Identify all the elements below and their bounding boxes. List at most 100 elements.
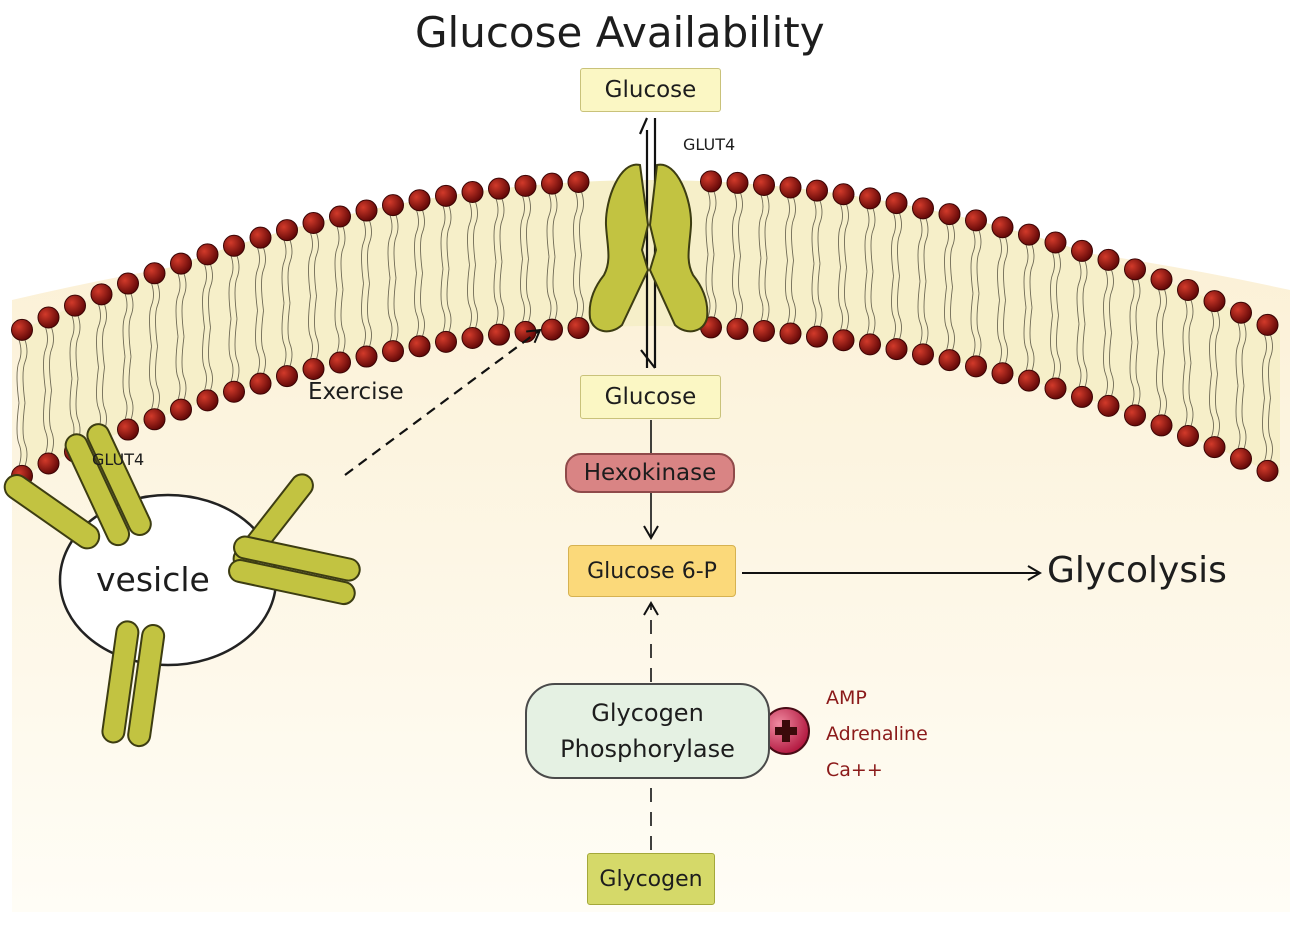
lipid-tail bbox=[579, 191, 584, 319]
lipid-tail bbox=[520, 195, 525, 323]
lipid-tail bbox=[228, 255, 234, 382]
lipid-head-outer bbox=[1177, 278, 1199, 301]
glut4-vesicle-label: GLUT4 bbox=[92, 450, 145, 469]
lipid-tail bbox=[1029, 244, 1035, 371]
lipid-head-inner bbox=[1203, 436, 1226, 459]
lipid-tail bbox=[340, 226, 346, 353]
lipid-head-outer bbox=[832, 183, 855, 206]
lipid-tail bbox=[22, 339, 28, 467]
vesicle-label: vesicle bbox=[96, 560, 210, 599]
lipid-tail bbox=[1023, 244, 1029, 371]
lipid-tail bbox=[43, 327, 48, 454]
lipid-tail bbox=[499, 198, 505, 325]
activator-adrenaline: Adrenaline bbox=[826, 723, 928, 745]
glycogen-box: Glycogen bbox=[587, 853, 715, 905]
lipid-head-inner bbox=[938, 349, 961, 372]
lipid-tail bbox=[334, 226, 340, 353]
lipid-head-inner bbox=[355, 345, 378, 368]
lipid-tail bbox=[1129, 279, 1135, 406]
membrane-lipid-heads bbox=[11, 170, 1279, 487]
activator-amp: AMP bbox=[826, 687, 867, 709]
lipid-tail bbox=[1241, 322, 1247, 449]
lipid-head-inner bbox=[1071, 385, 1093, 408]
lipid-tail bbox=[1268, 334, 1273, 462]
lipid-tail bbox=[367, 220, 372, 347]
lipid-tail bbox=[738, 192, 743, 320]
lipid-head-inner bbox=[1124, 404, 1146, 427]
lipid-tail bbox=[732, 192, 737, 320]
lipid-head-outer bbox=[461, 180, 484, 203]
lipid-head-outer bbox=[1256, 313, 1279, 336]
glut4-membrane-transporter bbox=[588, 163, 709, 333]
lipid-head-outer bbox=[143, 262, 166, 285]
lipid-tail bbox=[1056, 252, 1061, 379]
lipid-tail bbox=[1082, 260, 1088, 388]
lipid-head-outer bbox=[276, 219, 298, 242]
lipid-tail bbox=[844, 204, 849, 331]
lipid-tail bbox=[552, 193, 558, 320]
lipid-tail bbox=[976, 230, 982, 357]
lipid-head-outer bbox=[11, 318, 33, 341]
lipid-head-inner bbox=[567, 316, 590, 339]
activator-list: AMP Adrenaline Ca++ bbox=[826, 680, 928, 788]
membrane-lipid-tails bbox=[16, 191, 1273, 467]
glycogen-phosphorylase-box: Glycogen Phosphorylase bbox=[525, 683, 770, 779]
transport-arrow-in-head bbox=[640, 349, 656, 369]
lipid-head-inner bbox=[408, 335, 431, 358]
lipid-tail bbox=[446, 205, 452, 332]
lipid-head-inner bbox=[1150, 414, 1173, 437]
lipid-tail bbox=[175, 273, 181, 400]
lipid-head-outer bbox=[541, 172, 563, 195]
exercise-label: Exercise bbox=[308, 379, 404, 405]
lipid-head-inner bbox=[514, 320, 537, 343]
lipid-head-inner bbox=[965, 355, 987, 378]
page-title: Glucose Availability bbox=[415, 8, 825, 57]
lipid-tail bbox=[281, 239, 287, 367]
lipid-head-outer bbox=[488, 177, 510, 200]
lipid-tail bbox=[1103, 269, 1108, 397]
lipid-head-inner bbox=[302, 358, 325, 381]
lipid-head-inner bbox=[170, 398, 192, 421]
lipid-tail bbox=[870, 208, 876, 335]
lipid-tail bbox=[1235, 322, 1241, 449]
lipid-tail bbox=[1182, 299, 1188, 427]
lipid-head-inner bbox=[859, 333, 881, 356]
lipid-tail bbox=[155, 283, 160, 410]
lipid-tail bbox=[128, 293, 134, 420]
lipid-head-outer bbox=[567, 170, 590, 193]
lipid-head-inner bbox=[223, 380, 245, 403]
lipid-head-outer bbox=[170, 252, 192, 275]
lipid-head-inner bbox=[1230, 447, 1252, 470]
lipid-head-outer bbox=[753, 173, 775, 196]
lipid-head-outer bbox=[1124, 258, 1146, 281]
lipid-tail bbox=[102, 304, 107, 431]
glucose-inside-box: Glucose bbox=[580, 375, 721, 419]
lipid-tail bbox=[838, 204, 843, 331]
lipid-head-outer bbox=[514, 174, 537, 197]
exercise-arrow bbox=[344, 328, 542, 476]
lipid-tail bbox=[923, 218, 929, 345]
lipid-tail bbox=[917, 218, 923, 345]
lipid-tail bbox=[997, 237, 1002, 364]
lipid-tail bbox=[287, 239, 293, 367]
lipid-head-outer bbox=[779, 176, 802, 199]
lipid-tail bbox=[420, 210, 425, 337]
lipid-head-outer bbox=[1150, 268, 1173, 291]
lipid-tail bbox=[308, 232, 313, 360]
lipid-head-outer bbox=[408, 189, 431, 212]
lipid-head-inner bbox=[143, 408, 166, 431]
transport-arrow-out-head bbox=[638, 117, 649, 135]
lipid-tail bbox=[1135, 279, 1141, 406]
lipid-tail bbox=[149, 283, 154, 410]
lipid-head-inner bbox=[276, 365, 298, 388]
lipid-tail bbox=[122, 293, 128, 420]
lipid-head-inner bbox=[1018, 369, 1040, 392]
lipid-tail bbox=[526, 195, 531, 323]
lipid-tail bbox=[785, 197, 790, 324]
lipid-tail bbox=[467, 201, 472, 329]
lipid-tail bbox=[361, 220, 366, 347]
lipid-tail bbox=[791, 197, 796, 324]
lipid-tail bbox=[387, 214, 393, 342]
lipid-tail bbox=[1215, 310, 1220, 438]
lipid-tail bbox=[950, 223, 955, 351]
